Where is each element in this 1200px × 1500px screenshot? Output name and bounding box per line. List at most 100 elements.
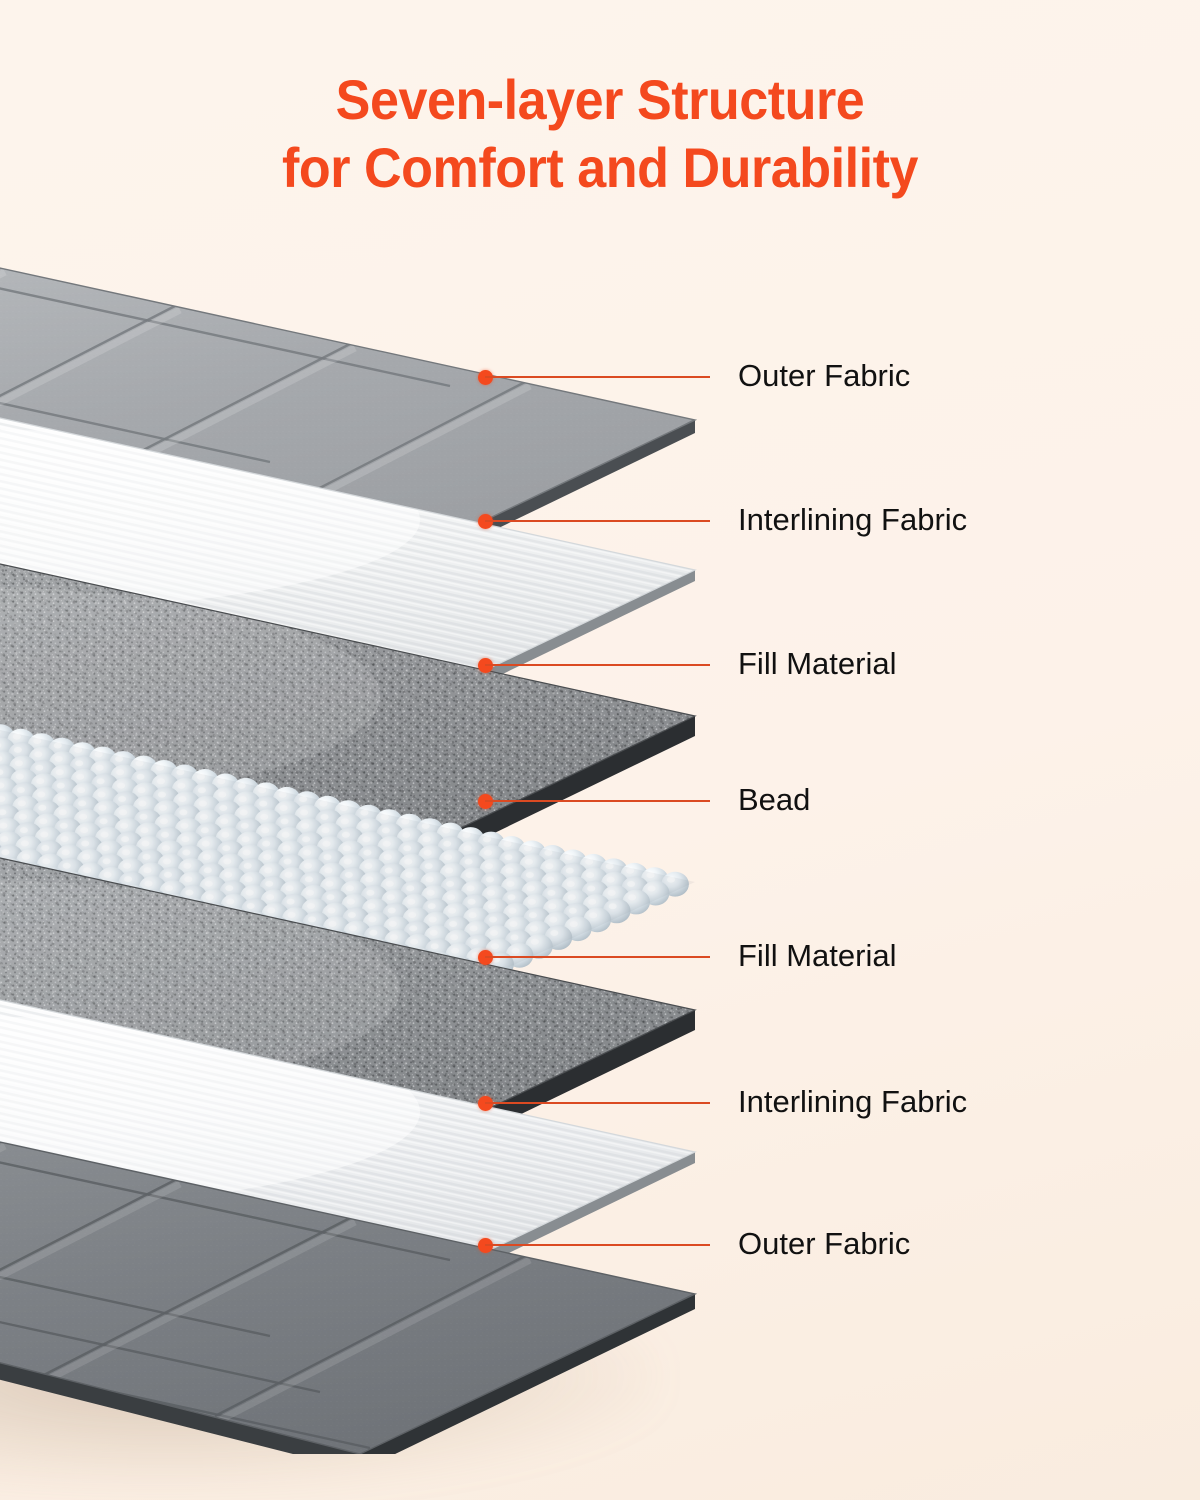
bead-highlight xyxy=(545,863,554,870)
bead-highlight xyxy=(0,809,7,816)
bead-highlight xyxy=(301,822,310,829)
bead-highlight xyxy=(360,809,369,816)
bead-highlight xyxy=(305,876,313,883)
bead-highlight xyxy=(96,778,105,785)
bead-highlight xyxy=(162,845,170,851)
bead-highlight xyxy=(488,903,496,910)
bead-highlight xyxy=(16,787,25,793)
bead-highlight xyxy=(627,881,636,887)
callout-leader-line xyxy=(485,800,710,802)
callout-leader-line xyxy=(485,1102,710,1104)
bead-highlight xyxy=(466,885,475,892)
bead-highlight xyxy=(384,867,393,874)
bead-highlight xyxy=(60,836,69,842)
bead-highlight xyxy=(325,880,334,887)
callout-label: Outer Fabric xyxy=(738,1226,911,1261)
bead-highlight xyxy=(564,854,573,861)
layer-outer-fabric-bottom xyxy=(0,1124,710,1454)
bead-highlight xyxy=(163,858,171,865)
bead-highlight xyxy=(103,871,112,878)
bead-highlight xyxy=(445,867,454,874)
bead-highlight xyxy=(446,880,455,887)
bead-highlight xyxy=(279,805,288,811)
bead-highlight xyxy=(388,920,397,927)
bead-highlight xyxy=(483,836,491,843)
bead-highlight xyxy=(422,836,431,843)
bead-highlight xyxy=(409,925,418,932)
bead-highlight xyxy=(264,867,273,874)
bead-highlight xyxy=(101,845,110,851)
bead-highlight xyxy=(404,858,413,865)
bead-highlight xyxy=(304,862,312,869)
bead-highlight xyxy=(320,814,329,820)
bead-highlight xyxy=(137,787,146,794)
bead-highlight xyxy=(0,743,2,748)
bead-highlight xyxy=(21,853,30,860)
bead-highlight xyxy=(282,845,291,852)
bead-highlight xyxy=(327,907,336,914)
bead-highlight xyxy=(284,871,293,878)
bead-highlight xyxy=(237,782,246,789)
bead-highlight xyxy=(54,755,63,762)
bead-highlight xyxy=(339,805,348,812)
bead-highlight xyxy=(18,813,27,820)
callout-label: Fill Material xyxy=(738,938,897,973)
bead-highlight xyxy=(102,858,111,865)
bead-highlight xyxy=(489,916,497,923)
bead-highlight xyxy=(444,854,453,861)
bead-highlight xyxy=(382,840,391,847)
title-line-2: for Comfort and Durability xyxy=(281,136,919,199)
bead-highlight xyxy=(245,889,254,896)
bead-highlight xyxy=(667,876,675,883)
bead-highlight xyxy=(380,814,389,820)
bead-highlight xyxy=(205,894,214,900)
bead-highlight xyxy=(74,747,83,753)
bead-highlight xyxy=(524,858,533,865)
bead-highlight xyxy=(38,804,47,811)
bead-highlight xyxy=(326,894,335,901)
bead-highlight xyxy=(200,827,209,834)
bead-highlight xyxy=(201,840,210,847)
bead-highlight xyxy=(246,903,255,909)
bead-highlight xyxy=(224,871,233,878)
bead-highlight xyxy=(176,769,185,776)
bead-highlight xyxy=(385,880,394,887)
bead-highlight xyxy=(180,822,189,829)
bead-highlight xyxy=(505,867,514,874)
bead-highlight xyxy=(181,836,190,843)
bead-highlight xyxy=(589,912,598,919)
bead-highlight xyxy=(548,903,557,910)
bead-highlight xyxy=(423,849,432,856)
bead-highlight xyxy=(450,934,459,941)
bead-highlight xyxy=(203,867,212,874)
bead-highlight xyxy=(119,809,128,816)
bead-highlight xyxy=(345,885,354,892)
bead-highlight xyxy=(469,925,478,932)
bead-highlight xyxy=(39,818,48,825)
bead-highlight xyxy=(587,885,596,892)
bead-highlight xyxy=(487,889,495,896)
callout-label: Interlining Fabric xyxy=(738,1084,968,1119)
bead-highlight xyxy=(367,903,376,910)
bead-highlight xyxy=(159,804,167,811)
bead-highlight xyxy=(95,764,104,771)
bead-highlight xyxy=(486,876,494,883)
callout-leader-line xyxy=(485,1244,710,1246)
bead-highlight xyxy=(565,867,574,874)
callout-leader-line xyxy=(485,376,710,378)
bead-highlight xyxy=(425,876,434,883)
bead-highlight xyxy=(442,827,451,834)
bead-highlight xyxy=(529,925,538,932)
bead-highlight xyxy=(179,809,188,816)
bead-highlight xyxy=(197,787,206,794)
bead-highlight xyxy=(226,898,235,905)
bead-highlight xyxy=(447,894,456,901)
bead-highlight xyxy=(81,840,90,847)
bead-highlight xyxy=(568,907,577,914)
bead-highlight xyxy=(451,947,460,954)
title-line-1: Seven-layer Structure xyxy=(335,68,865,131)
bead-highlight xyxy=(182,849,191,856)
bead-highlight xyxy=(157,778,165,785)
bead-highlight xyxy=(490,929,498,936)
bead-highlight xyxy=(97,791,106,798)
